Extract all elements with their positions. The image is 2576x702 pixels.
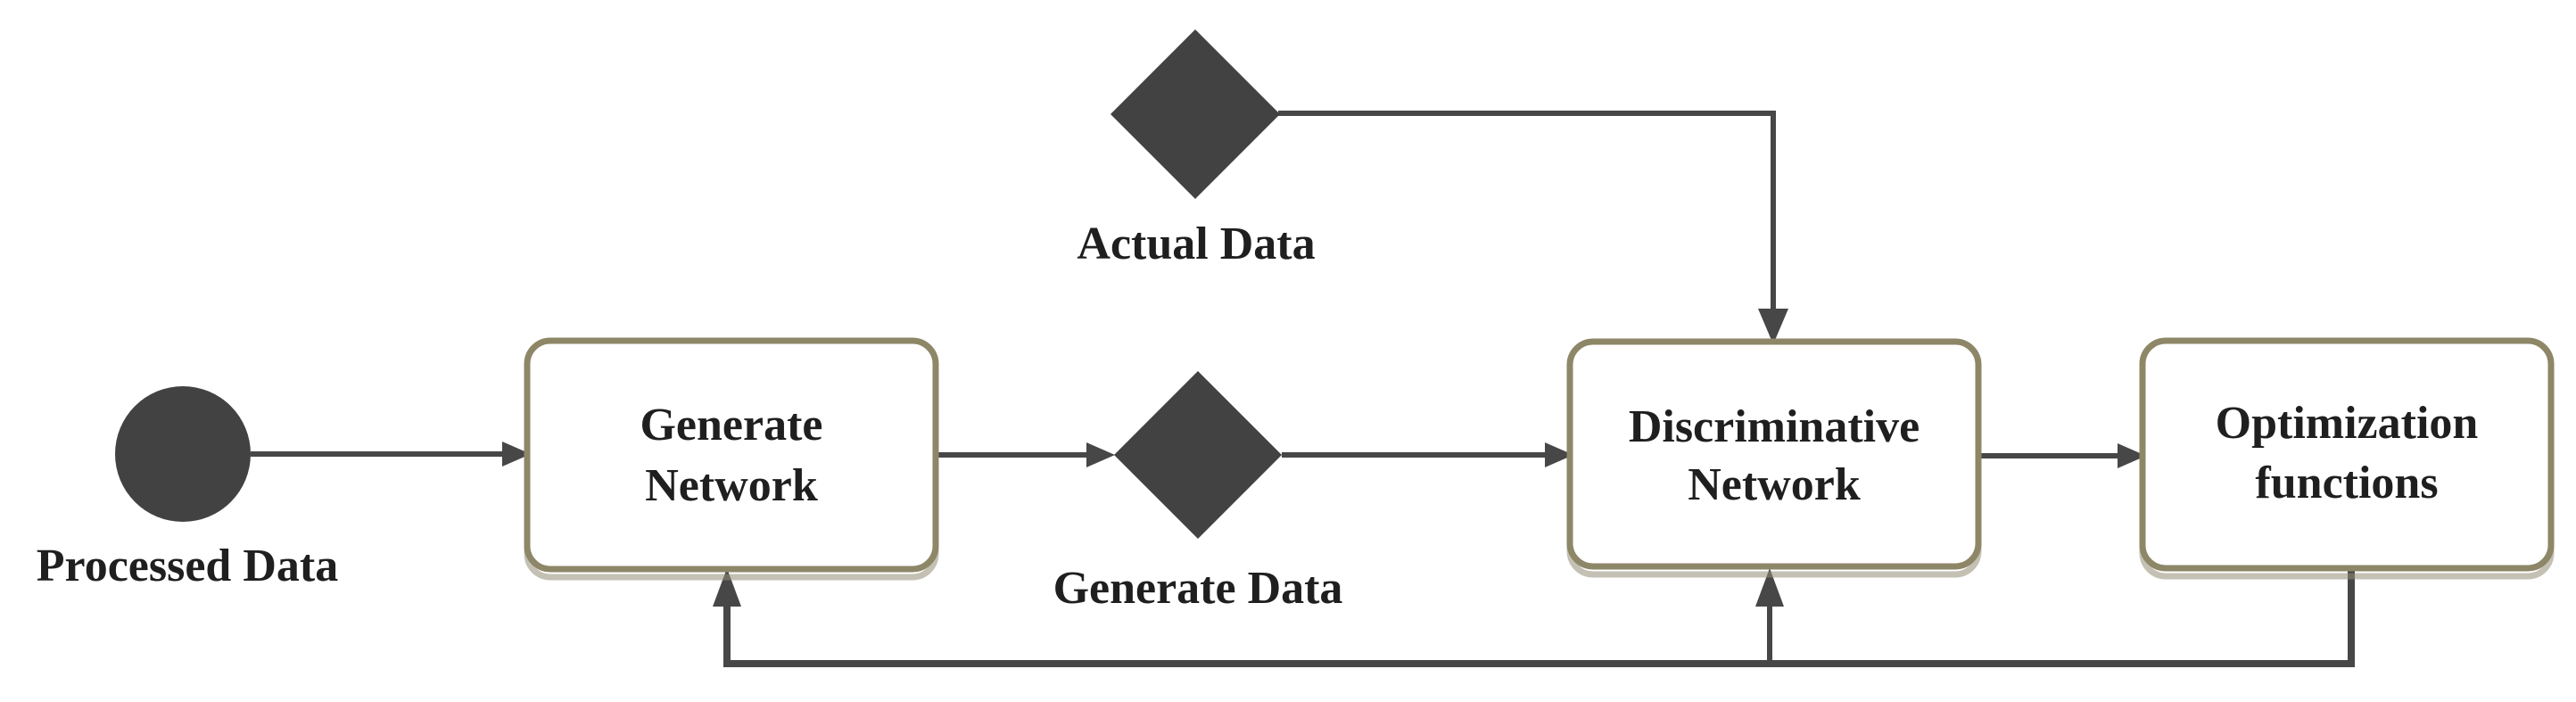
optimization-functions-label-line1: Optimization: [2216, 398, 2479, 449]
connector-feedback-branch-to-discriminative-network: [1755, 568, 1784, 662]
optimization-functions-label-line2: functions: [2255, 458, 2438, 508]
connector-generate-network-to-generate-data: [936, 442, 1115, 467]
arrowhead-right-icon: [502, 442, 531, 467]
discriminative-network-label-line2: Network: [1688, 459, 1861, 510]
generate-network-label-line2: Network: [645, 460, 818, 511]
generate-network-label-line1: Generate: [640, 400, 822, 450]
connector-feedback-optimization-to-generate-network: [713, 568, 2355, 667]
connector-discriminative-to-optimization: [1978, 443, 2146, 468]
arrowhead-right-icon: [1545, 442, 1573, 467]
optimization-functions-box: [2139, 337, 2555, 572]
connector-elbow-line: [1278, 111, 1776, 310]
processed-data-circle: [115, 386, 251, 522]
discriminative-network-label-line1: Discriminative: [1629, 401, 1920, 452]
arrowhead-down-icon: [1758, 309, 1788, 344]
processed-data-label: Processed Data: [37, 541, 338, 591]
generate-data-label: Generate Data: [1053, 563, 1343, 614]
arrowhead-up-icon: [1755, 568, 1784, 607]
connector-generate-data-to-discriminative-network: [1282, 442, 1573, 467]
actual-data-diamond: [1110, 29, 1280, 199]
connector-actual-data-to-discriminative-network: [1278, 111, 1788, 344]
generate-network-box: [524, 337, 939, 573]
arrowhead-up-icon: [713, 568, 741, 607]
discriminative-network-box: [1566, 338, 1982, 570]
arrowhead-right-icon: [2118, 443, 2146, 468]
arrowhead-right-icon: [1086, 442, 1115, 467]
feedback-elbow-line: [723, 568, 2355, 667]
connector-processed-data-to-generate-network: [251, 442, 531, 467]
actual-data-label: Actual Data: [1077, 219, 1315, 269]
generate-data-diamond: [1114, 371, 1282, 539]
